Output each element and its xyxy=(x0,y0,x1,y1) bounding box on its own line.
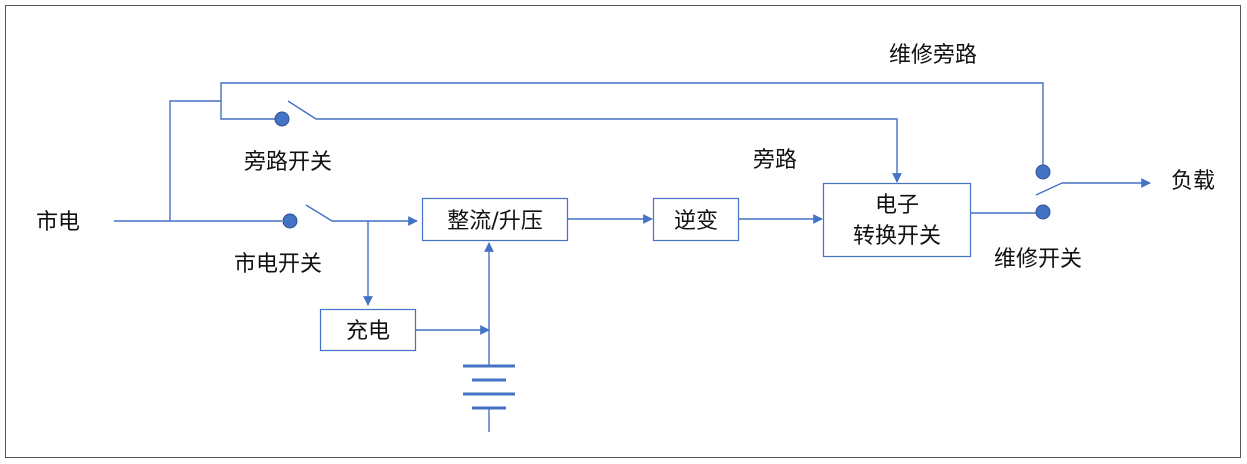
maintenance-switch-blade xyxy=(1035,182,1063,196)
battery-symbol xyxy=(463,364,515,410)
load-label: 负载 xyxy=(1171,169,1215,194)
bypass-switch-feed xyxy=(220,101,282,120)
bypass-line-to-static-switch xyxy=(316,118,902,183)
mains-label: 市电 xyxy=(36,210,80,235)
inverter-label: 逆变 xyxy=(674,209,718,234)
diagram-frame xyxy=(5,5,1241,458)
maintenance-bypass-contact[interactable] xyxy=(1035,164,1051,180)
bypass-switch-blade xyxy=(287,100,317,120)
charger-label: 充电 xyxy=(346,319,390,344)
maintenance-bypass-label: 维修旁路 xyxy=(889,43,977,68)
static-switch-label-line2: 转换开关 xyxy=(853,224,941,249)
maintenance-bypass-line xyxy=(220,82,1044,166)
inverter-block xyxy=(652,197,740,242)
bypass-switch-contact[interactable] xyxy=(274,111,290,127)
bypass-label: 旁路 xyxy=(753,148,797,173)
maintenance-switch-contact[interactable] xyxy=(1035,204,1051,220)
mains-switch-blade xyxy=(305,204,333,222)
mains-switch-contact[interactable] xyxy=(282,213,298,229)
charger-block xyxy=(319,308,417,352)
bypass-switch-label: 旁路开关 xyxy=(244,150,332,175)
bypass-branch-line xyxy=(169,100,221,221)
rectifier-boost-block xyxy=(421,197,569,242)
maintenance-switch-label: 维修开关 xyxy=(994,247,1082,272)
static-switch-block xyxy=(822,182,972,258)
mains-switch-label: 市电开关 xyxy=(234,252,322,277)
static-switch-label-line1: 电子 xyxy=(875,193,919,218)
rectifier-boost-label: 整流/升压 xyxy=(447,209,542,234)
